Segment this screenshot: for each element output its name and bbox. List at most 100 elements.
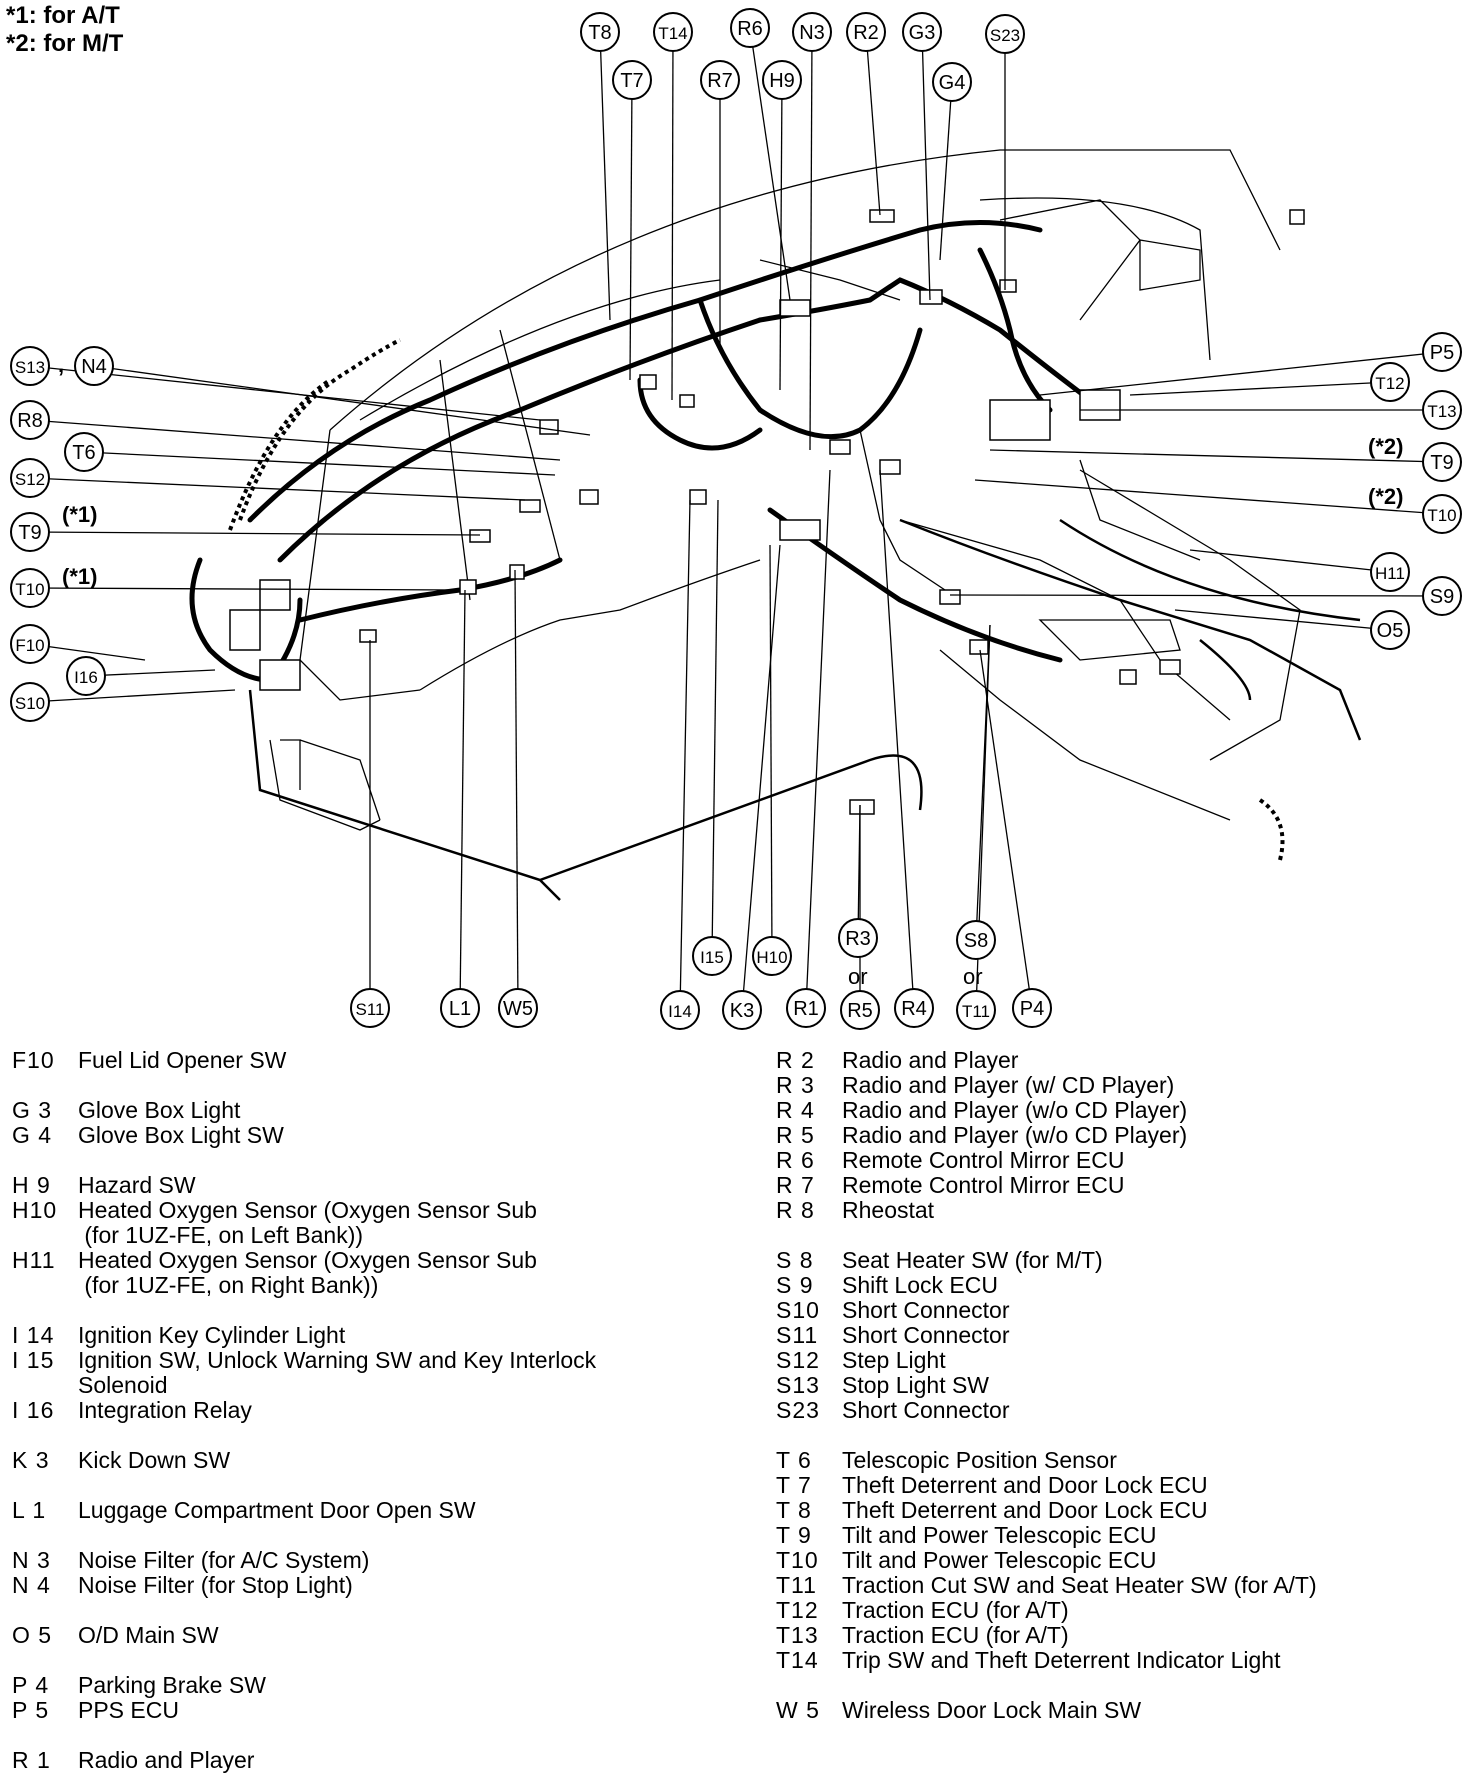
leader-line-r8 [29, 419, 561, 461]
callout-p4: P4 [1012, 988, 1052, 1028]
leader-line-l1 [459, 589, 466, 1009]
legend-code: T14 [776, 1647, 819, 1673]
callout-t10l: T10 [10, 568, 50, 608]
legend-code: N 4 [12, 1572, 51, 1598]
callout-label: S23 [990, 26, 1020, 45]
legend-description: Remote Control Mirror ECU [842, 1172, 1125, 1198]
callout-t6: T6 [64, 432, 104, 472]
legend-code: F10 [12, 1047, 55, 1073]
legend-row: K 3 Kick Down SW [12, 1448, 596, 1473]
callout-circle [722, 990, 762, 1030]
legend-row: R 6 Remote Control Mirror ECU [776, 1148, 1317, 1173]
legend-description: Radio and Player [78, 1747, 255, 1773]
legend-code: K 3 [12, 1447, 50, 1473]
legend-code: T 6 [776, 1447, 812, 1473]
callout-circle [580, 12, 620, 52]
callout-label: T13 [1427, 402, 1456, 421]
callout-i15: I15 [692, 936, 732, 976]
callout-circle [956, 990, 996, 1030]
leader-line-t10l [29, 587, 461, 591]
callout-circle [1370, 552, 1410, 592]
legend-code: S10 [776, 1297, 820, 1323]
callout-r6: R6 [730, 8, 770, 48]
legend-description: Trip SW and Theft Deterrent Indicator Li… [842, 1647, 1281, 1673]
legend-description: Kick Down SW [78, 1447, 231, 1473]
legend-description: Short Connector [842, 1397, 1010, 1423]
callout-circle [792, 12, 832, 52]
legend-description: Ignition Key Cylinder Light [78, 1322, 346, 1348]
legend-code: O 5 [12, 1622, 53, 1648]
callout-label: I16 [74, 668, 98, 687]
callout-circle [902, 12, 942, 52]
callout-label: H11 [1375, 564, 1405, 583]
note-star2-t10: (*2) [1368, 484, 1403, 509]
leader-line-t10r [974, 479, 1443, 515]
callout-t11: T11 [956, 990, 996, 1030]
leader-line-g4 [939, 81, 953, 261]
connectors [229, 209, 1305, 815]
legend-description: O/D Main SW [78, 1622, 219, 1648]
leader-line-i14 [679, 499, 691, 1011]
legend-code: S12 [776, 1347, 820, 1373]
callout-circle [1422, 442, 1462, 482]
legend-description: Tilt and Power Telescopic ECU [842, 1522, 1157, 1548]
leader-line-t6 [83, 451, 556, 476]
legend-description: Radio and Player (w/o CD Player) [842, 1097, 1188, 1123]
callout-label: T9 [18, 522, 41, 544]
legend-spacer [776, 1223, 1317, 1248]
leader-line-r1 [805, 469, 831, 1009]
leader-line-k3 [741, 544, 781, 1011]
callout-label: S11 [356, 1000, 385, 1019]
callout-circle [64, 432, 104, 472]
legend-code: S13 [776, 1372, 820, 1398]
callout-circle [10, 568, 50, 608]
legend-row: T14 Trip SW and Theft Deterrent Indicator… [776, 1648, 1317, 1673]
legend-code: N 3 [12, 1547, 51, 1573]
legend-code: R 1 [12, 1747, 51, 1773]
callout-circle [956, 920, 996, 960]
legend-row: O 5 O/D Main SW [12, 1623, 596, 1648]
legend-description: Radio and Player (w/ CD Player) [842, 1072, 1175, 1098]
legend-spacer [12, 1523, 596, 1548]
callout-r2: R2 [846, 12, 886, 52]
legend-code: T 8 [776, 1497, 812, 1523]
callout-h9: H9 [762, 60, 802, 100]
callout-g3: G3 [902, 12, 942, 52]
legend-code: I 16 [12, 1397, 55, 1423]
leader-line-h11 [1189, 549, 1391, 573]
callout-label: T10 [15, 580, 44, 599]
callout-t8: T8 [580, 12, 620, 52]
callout-label: H10 [756, 948, 787, 967]
callout-circle [10, 400, 50, 440]
legend-description: Fuel Lid Opener SW [78, 1047, 287, 1073]
leader-line-p4 [979, 649, 1033, 1009]
legend-row: I 14 Ignition Key Cylinder Light [12, 1323, 596, 1348]
callout-s8: S8 [956, 920, 996, 960]
legend-spacer [12, 1598, 596, 1623]
legend-code: R 6 [776, 1147, 815, 1173]
leader-line-t14 [671, 31, 674, 401]
legend-description: Remote Control Mirror ECU [842, 1147, 1125, 1173]
leader-line-t8 [599, 31, 611, 321]
legend-code: R 3 [776, 1072, 815, 1098]
callout-label: T14 [658, 24, 687, 43]
callout-r4: R4 [894, 988, 934, 1028]
legend-code: I 14 [12, 1322, 55, 1348]
callout-t9l: T9 [10, 512, 50, 552]
legend-spacer [12, 1148, 596, 1173]
